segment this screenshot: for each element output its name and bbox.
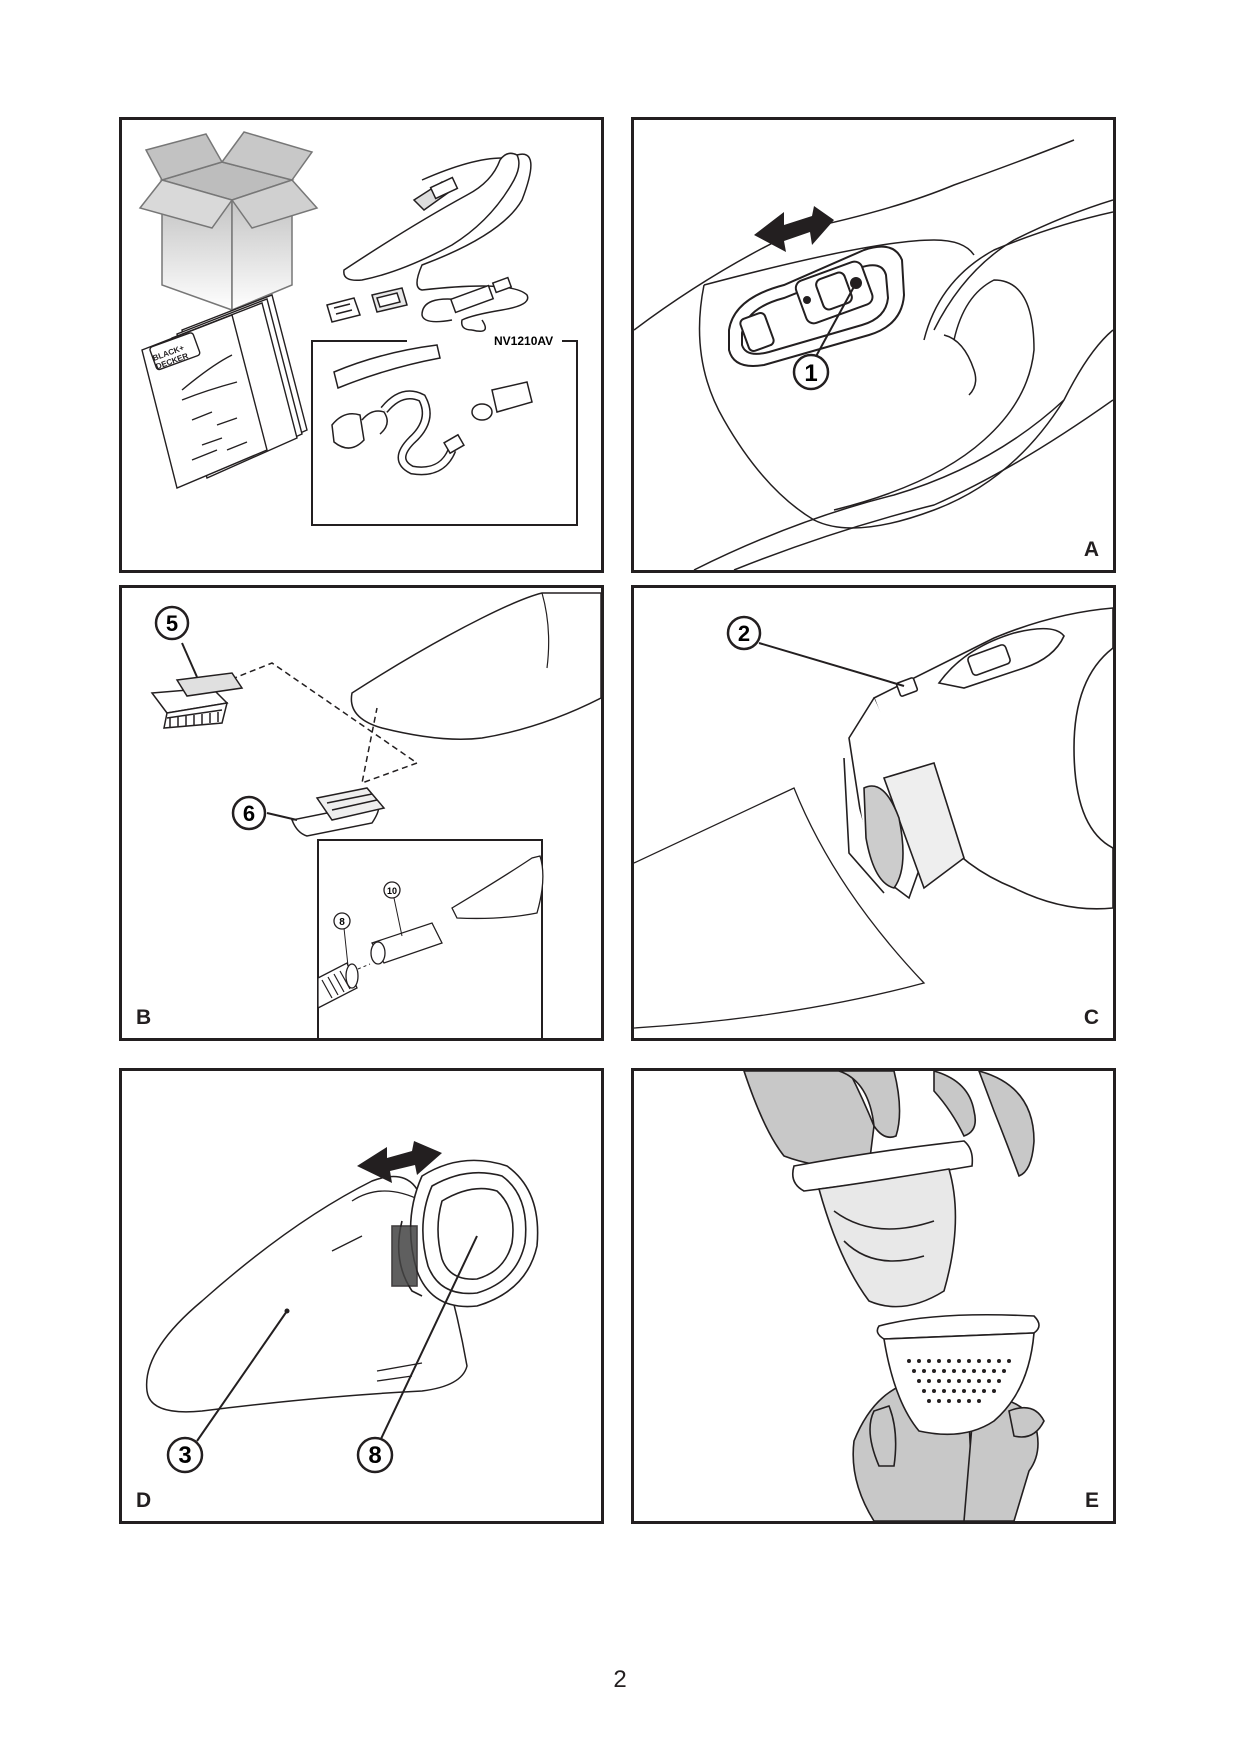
- panel-e: E: [631, 1068, 1116, 1524]
- cardboard-box-icon: [138, 131, 319, 312]
- panel-a: 1 A: [631, 117, 1116, 573]
- crevice-nozzle-icon: [290, 787, 386, 837]
- nozzle-attach-illustration: 5 6 8 10: [150, 592, 601, 1038]
- callout-1: 1: [804, 360, 817, 387]
- filter-cup-icon: [876, 1313, 1040, 1436]
- hose-adapter-inset: 8 10: [317, 839, 544, 1038]
- panel-d: 3 8 D: [119, 1068, 604, 1524]
- filter-release-button: [895, 677, 919, 697]
- power-switch-icon: [728, 245, 906, 367]
- panel-letter-c: C: [1083, 1006, 1099, 1029]
- vacuum-body-icon: [843, 607, 1113, 910]
- nv1210av-inset: NV1210AV: [311, 334, 578, 526]
- inset-callout-8: 8: [339, 917, 345, 928]
- brush-nozzle-icon: [150, 672, 244, 729]
- page-number: 2: [613, 1666, 627, 1693]
- panel-letter-e: E: [1084, 1489, 1099, 1512]
- package-contents-illustration: BLACK+ DECKER NV1210AV: [138, 131, 578, 526]
- filter-ring-icon: [391, 1159, 539, 1308]
- hose-accessories-icon: [331, 344, 533, 476]
- filter-release-illustration: 2: [634, 607, 1113, 1029]
- callout-5: 5: [166, 611, 178, 636]
- inset-callout-10: 10: [387, 886, 397, 896]
- slide-direction-arrow-icon: [754, 206, 834, 252]
- callout-2: 2: [738, 621, 750, 646]
- callout-3: 3: [178, 1442, 191, 1469]
- callout-1-circle: [792, 353, 830, 391]
- car-charger-cord-icon: [421, 276, 513, 332]
- panel-c: 2 C: [631, 585, 1116, 1041]
- filter-mesh-icon: [907, 1359, 1011, 1403]
- panel-package-contents: BLACK+ DECKER NV1210AV: [119, 117, 604, 573]
- nozzle-accessories-icon: [326, 287, 408, 323]
- panel-letter-d: D: [136, 1489, 152, 1512]
- switch-slide-illustration: 1: [634, 139, 1113, 570]
- filter-cleaning-illustration: [743, 1071, 1045, 1521]
- panel-letter-a: A: [1083, 538, 1099, 561]
- bowl-removal-illustration: 3 8: [145, 1141, 539, 1474]
- filter-top-icon: [791, 1140, 974, 1308]
- callout-8: 8: [368, 1442, 381, 1469]
- remove-direction-arrow-icon: [357, 1141, 442, 1183]
- panel-b: 5 6 8 10 B: [119, 585, 604, 1041]
- instruction-manual-icon: [141, 294, 308, 489]
- hand-vacuum-icon: [343, 152, 532, 331]
- inset-model-label: NV1210AV: [494, 334, 553, 348]
- panel-letter-b: B: [136, 1006, 152, 1029]
- callout-6: 6: [243, 801, 255, 826]
